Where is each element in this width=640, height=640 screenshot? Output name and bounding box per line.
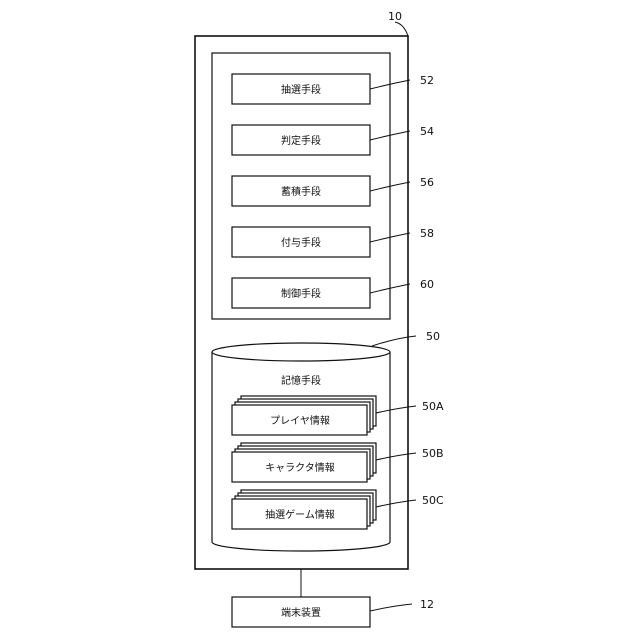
means-label: 抽選手段 bbox=[281, 83, 321, 96]
info-stack-character: キャラクタ情報 50B bbox=[232, 443, 444, 482]
storage-label: 記憶手段 bbox=[281, 374, 321, 387]
ref-label: 50B bbox=[422, 447, 444, 460]
storage-ref-label: 50 bbox=[426, 330, 440, 343]
info-label: プレイヤ情報 bbox=[270, 414, 330, 427]
info-stack-lottery-game: 抽選ゲーム情報 50C bbox=[232, 490, 444, 529]
ref-label: 58 bbox=[420, 227, 434, 240]
ref-label: 60 bbox=[420, 278, 434, 291]
ref-label: 54 bbox=[420, 125, 434, 138]
terminal-ref-label: 12 bbox=[420, 598, 434, 611]
terminal-leader-line bbox=[370, 604, 412, 611]
ref-label: 52 bbox=[420, 74, 434, 87]
info-label: 抽選ゲーム情報 bbox=[265, 508, 335, 521]
means-label: 蓄積手段 bbox=[281, 185, 321, 198]
ref-label: 56 bbox=[420, 176, 434, 189]
server-ref-label: 10 bbox=[388, 10, 402, 23]
ref-label: 50A bbox=[422, 400, 444, 413]
info-stack-player: プレイヤ情報 50A bbox=[232, 396, 444, 435]
means-label: 付与手段 bbox=[281, 236, 321, 249]
means-label: 判定手段 bbox=[281, 134, 321, 147]
ref-label: 50C bbox=[422, 494, 444, 507]
info-label: キャラクタ情報 bbox=[265, 461, 335, 474]
means-label: 制御手段 bbox=[281, 287, 321, 300]
server-leader-line bbox=[395, 22, 408, 36]
terminal-label: 端末装置 bbox=[281, 606, 321, 619]
